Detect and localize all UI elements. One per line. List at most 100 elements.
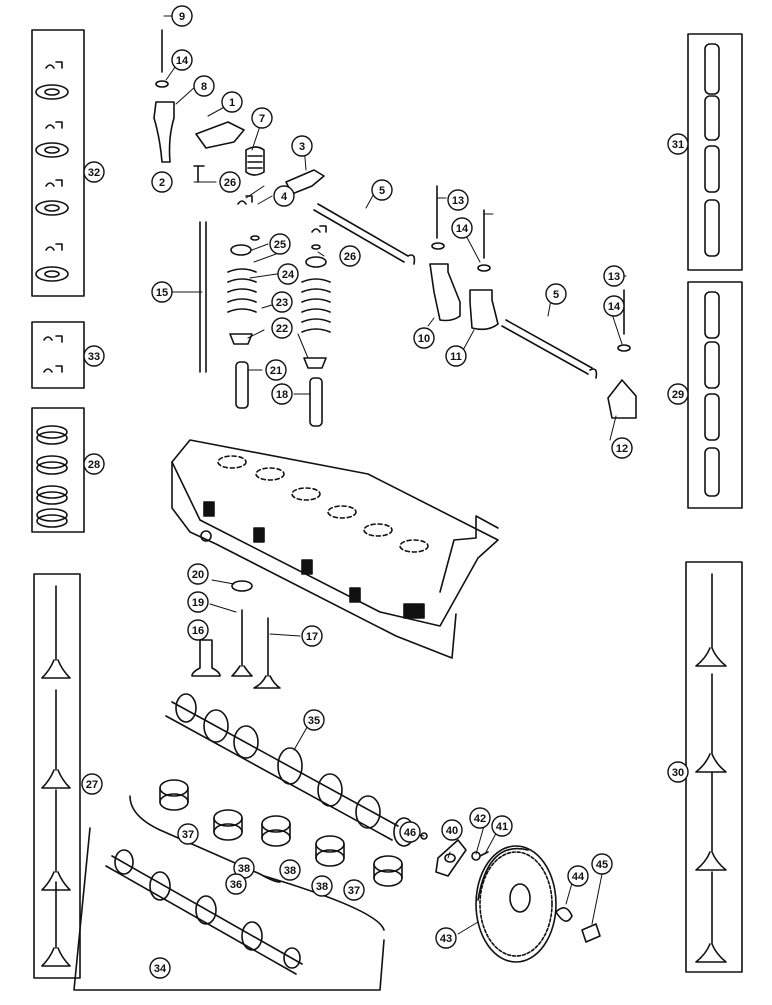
svg-text:28: 28 <box>88 459 100 471</box>
svg-text:45: 45 <box>596 859 608 871</box>
svg-text:17: 17 <box>306 631 318 643</box>
valves <box>191 580 281 689</box>
svg-text:38: 38 <box>316 881 328 893</box>
svg-text:13: 13 <box>608 271 620 283</box>
kit-box-31 <box>687 33 743 271</box>
washer-44 <box>555 907 573 922</box>
callout-13-left: 13 <box>447 189 469 211</box>
callout-41: 41 <box>491 815 513 837</box>
rocker-assembly <box>153 29 637 419</box>
svg-text:27: 27 <box>86 779 98 791</box>
keepers-26-right <box>311 225 327 233</box>
callout-21: 21 <box>265 359 287 381</box>
callout-34: 34 <box>149 957 171 979</box>
svg-text:7: 7 <box>259 113 265 125</box>
rocker-arm-1 <box>195 121 245 149</box>
svg-text:4: 4 <box>281 191 288 203</box>
washer-14 <box>155 80 169 88</box>
callout-42: 42 <box>469 807 491 829</box>
retainer-24a <box>230 244 252 256</box>
svg-text:31: 31 <box>672 139 684 151</box>
seal-25b <box>311 244 321 250</box>
svg-text:35: 35 <box>308 715 320 727</box>
callout-37-left: 37 <box>177 823 199 845</box>
svg-text:37: 37 <box>182 829 194 841</box>
retainer-24b <box>305 256 327 268</box>
callout-27: 27 <box>81 773 103 795</box>
support-12 <box>607 379 637 419</box>
svg-text:41: 41 <box>496 821 508 833</box>
bracket-36b <box>263 875 385 931</box>
svg-text:44: 44 <box>572 871 585 883</box>
callout-7: 7 <box>251 107 273 129</box>
svg-text:42: 42 <box>474 813 486 825</box>
callout-14-middle: 14 <box>451 217 473 239</box>
svg-text:34: 34 <box>154 963 167 975</box>
spring-23a <box>227 268 257 313</box>
svg-text:43: 43 <box>440 933 452 945</box>
spring-23b <box>301 278 331 333</box>
valve-train <box>199 221 331 427</box>
support-10 <box>429 263 461 322</box>
callout-3: 3 <box>291 135 313 157</box>
bolt-41 <box>479 851 489 857</box>
svg-text:1: 1 <box>229 97 235 109</box>
callout-46: 46 <box>399 821 421 843</box>
kit-box-29 <box>687 281 743 509</box>
valve-19 <box>231 609 253 677</box>
seal-20 <box>231 580 253 592</box>
cam-gear-43 <box>475 845 557 963</box>
rocker-support-8 <box>153 101 175 163</box>
rocker-shaft-5b <box>501 319 598 379</box>
kit-box-27 <box>33 573 81 979</box>
callout-23: 23 <box>271 291 293 313</box>
thrust-plate-40 <box>435 839 467 877</box>
svg-text:12: 12 <box>616 443 628 455</box>
svg-text:20: 20 <box>192 569 204 581</box>
svg-text:19: 19 <box>192 597 204 609</box>
callout-9: 9 <box>171 5 193 27</box>
callout-20: 20 <box>187 563 209 585</box>
svg-text:29: 29 <box>672 389 684 401</box>
keepers-26-left <box>237 195 253 205</box>
kit-box-28 <box>31 407 85 533</box>
kit-box-33 <box>31 321 85 389</box>
rocker-shaft-5 <box>313 203 416 265</box>
callouts: 9 14 8 1 7 3 2 26 5 4 13 14 25 26 24 13 … <box>81 5 689 979</box>
svg-text:40: 40 <box>446 825 458 837</box>
svg-text:14: 14 <box>176 55 189 67</box>
svg-text:21: 21 <box>270 365 282 377</box>
callout-24: 24 <box>277 263 299 285</box>
callout-16: 16 <box>187 619 209 641</box>
adjusting-screw-2 <box>193 165 205 183</box>
callout-31: 31 <box>667 133 689 155</box>
svg-text:26: 26 <box>224 177 236 189</box>
svg-text:46: 46 <box>404 827 416 839</box>
callout-5-upper: 5 <box>371 179 393 201</box>
svg-text:11: 11 <box>450 351 462 363</box>
svg-text:37: 37 <box>348 885 360 897</box>
svg-text:14: 14 <box>456 223 469 235</box>
svg-text:24: 24 <box>282 269 295 281</box>
cam-bearings <box>159 779 403 887</box>
svg-text:26: 26 <box>344 251 356 263</box>
svg-text:18: 18 <box>276 389 288 401</box>
svg-text:14: 14 <box>608 301 621 313</box>
callout-43: 43 <box>435 927 457 949</box>
callout-32: 32 <box>83 161 105 183</box>
push-rod-15 <box>199 221 207 373</box>
tappet-16 <box>191 639 221 677</box>
leader-lines <box>163 15 627 935</box>
callout-30: 30 <box>667 761 689 783</box>
svg-text:30: 30 <box>672 767 684 779</box>
callout-44: 44 <box>567 865 589 887</box>
callout-10: 10 <box>413 327 435 349</box>
valve-17 <box>253 617 281 689</box>
svg-text:5: 5 <box>553 289 559 301</box>
camshaft-box-34 <box>73 827 385 991</box>
callout-29: 29 <box>667 383 689 405</box>
svg-text:15: 15 <box>156 287 168 299</box>
svg-text:5: 5 <box>379 185 385 197</box>
svg-text:2: 2 <box>159 177 165 189</box>
